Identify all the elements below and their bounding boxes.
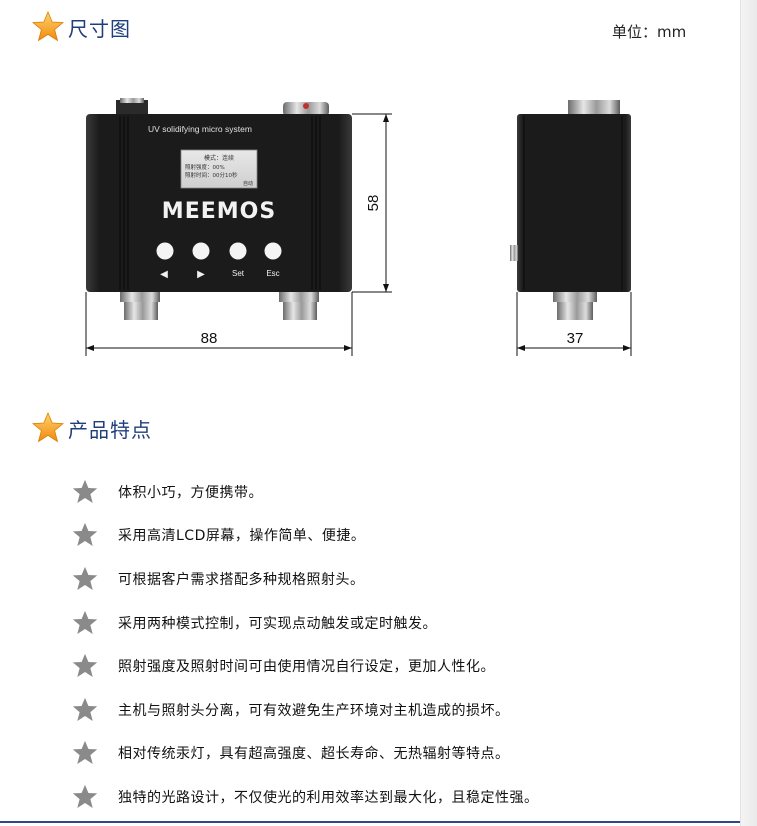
width-value: 88 [201,330,218,347]
side-view-body [517,114,631,292]
list-item: 照射强度及照射时间可由使用情况自行设定，更加人性化。 [72,644,712,688]
front-connector-right [279,292,319,320]
unit-label: 单位：mm [612,23,687,41]
device-header-text: UV solidifying micro system [148,124,252,134]
button-label: ◀ [160,269,168,280]
bottom-divider [0,821,740,823]
dimensions-section-title: 尺寸图 [32,11,131,43]
bullet-star-icon [72,479,98,503]
screen-line: 照射强度：00% [185,163,225,171]
height-dimension [352,113,392,293]
feature-text: 主机与照射头分离，可有效避免生产环境对主机造成的损坏。 [118,702,510,719]
depth-value: 37 [567,330,584,347]
device-button [192,242,210,260]
screen-line: 自动 [243,180,253,187]
feature-text: 独特的光路设计，不仅使光的利用效率达到最大化，且稳定性强。 [118,789,539,806]
section-title-text: 产品特点 [68,417,152,442]
front-top-knob-left [116,98,148,116]
star-icon [32,412,64,443]
feature-text: 照射强度及照射时间可由使用情况自行设定，更加人性化。 [118,659,495,676]
side-connector [553,292,597,302]
bullet-star-icon [72,653,98,678]
side-top-knob [568,100,620,116]
feature-text: 采用两种模式控制，可实现点动触发或定时触发。 [118,615,437,632]
feature-text: 体积小巧，方便携带。 [118,484,263,501]
device-button [264,242,282,260]
star-icon [32,11,64,42]
features-section-title: 产品特点 [32,412,152,444]
button-label: Set [232,269,245,278]
list-item: 采用高清LCD屏幕，操作简单、便捷。 [72,514,712,558]
lcd-screen [180,149,258,189]
feature-text: 可根据客户需求搭配多种规格照射头。 [118,571,365,588]
list-item: 可根据客户需求搭配多种规格照射头。 [72,557,712,601]
bullet-star-icon [72,523,98,547]
side-view [510,100,631,320]
list-item: 体积小巧，方便携带。 [72,470,712,514]
list-item: 独特的光路设计，不仅使光的利用效率达到最大化，且稳定性强。 [72,775,712,819]
bullet-star-icon [72,610,98,634]
button-label: Esc [266,269,279,278]
body-grooves [119,116,321,290]
feature-text: 采用高清LCD屏幕，操作简单、便捷。 [118,528,366,545]
front-view-body [86,114,352,292]
screen-line: 模式：连续 [204,154,234,162]
bullet-star-icon [72,697,98,721]
button-label: ▶ [197,269,205,280]
screen-line: 照射时间：00分10秒 [185,171,238,179]
device-buttons: ◀ ▶ Set Esc [156,242,282,280]
list-item: 相对传统汞灯，具有超高强度、超长寿命、无热辐射等特点。 [72,732,712,776]
page-edge-shade [740,0,757,826]
list-item: 采用两种模式控制，可实现点动触发或定时触发。 [72,601,712,645]
list-item: 主机与照射头分离，可有效避免生产环境对主机造成的损坏。 [72,688,712,732]
brand-logo: MEEMOS [162,199,276,224]
front-top-knob-right [283,102,329,116]
device-button [229,242,247,260]
feature-text: 相对传统汞灯，具有超高强度、超长寿命、无热辐射等特点。 [118,746,510,763]
side-port [510,245,518,261]
section-title-text: 尺寸图 [68,16,131,41]
feature-list: 体积小巧，方便携带。 采用高清LCD屏幕，操作简单、便捷。 可根据客户需求搭配多… [72,470,712,819]
device-button [156,242,174,260]
dimension-drawing: UV solidifying micro system 模式：连续 照射强度：0… [85,98,632,356]
depth-dimension [516,292,632,356]
width-dimension [85,292,353,356]
front-connector-left [120,292,160,320]
height-value: 58 [365,195,382,212]
bullet-star-icon [72,566,98,590]
bullet-star-icon [72,784,98,808]
bullet-star-icon [72,741,98,765]
